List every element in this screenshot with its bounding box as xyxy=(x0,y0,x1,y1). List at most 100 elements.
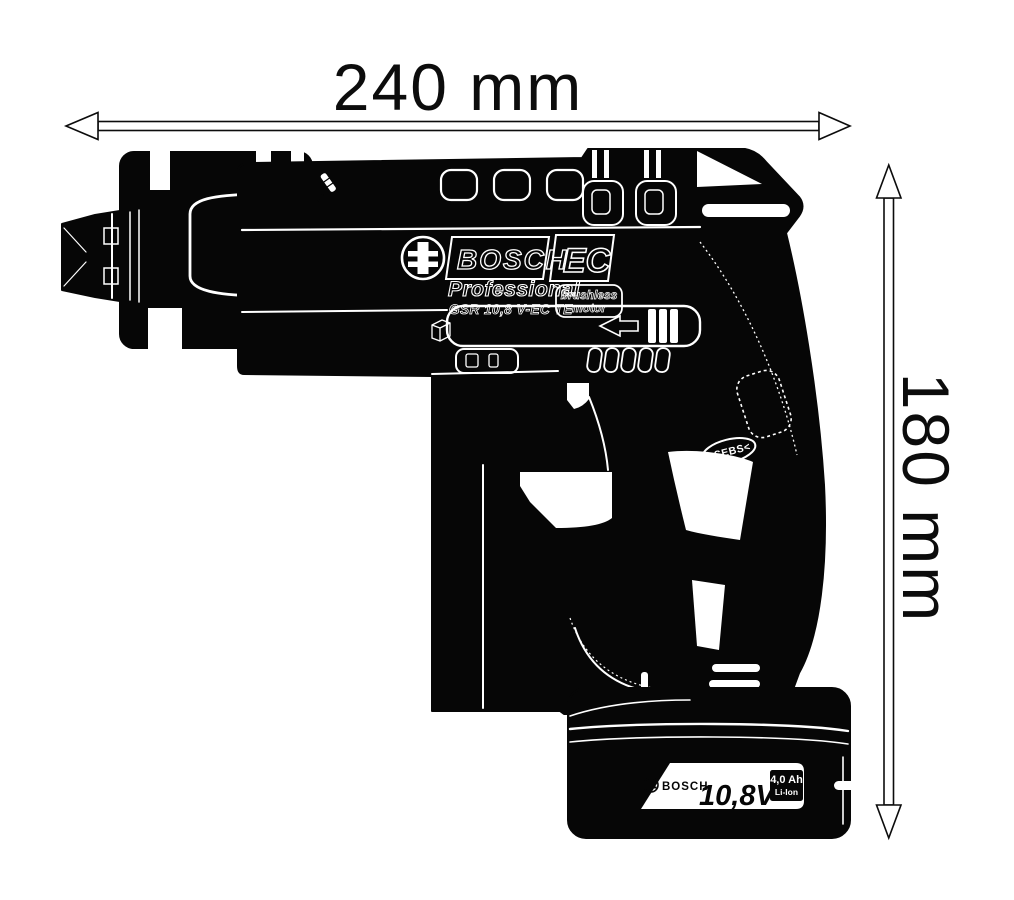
nose-facets xyxy=(63,227,87,287)
vent-slat xyxy=(712,664,760,672)
trigger-gap-lower xyxy=(692,580,725,650)
ec-frame xyxy=(548,234,616,282)
screw-threads xyxy=(322,177,334,188)
height-arrow-bottom-icon xyxy=(875,804,903,841)
rear-slit xyxy=(644,150,649,178)
width-dimension: 240 mm xyxy=(63,50,853,141)
trigger-gap-top xyxy=(567,383,589,409)
switch-knob-bar xyxy=(659,309,667,343)
cube-glyph-icon xyxy=(431,319,451,342)
serration xyxy=(654,347,671,373)
button-frame xyxy=(455,348,519,374)
screw-dot xyxy=(321,193,324,197)
rear-bar-cutout xyxy=(702,204,790,217)
battery-pack: BOSCH 10,8V 4,0 Ah Li-Ion xyxy=(567,687,864,839)
direction-switch xyxy=(431,304,702,348)
bit-clip-bottom xyxy=(103,267,119,285)
button-glyph xyxy=(465,353,479,368)
logo-core xyxy=(417,242,429,274)
width-arrow-right-icon xyxy=(818,111,853,141)
sebs-oval xyxy=(701,437,757,465)
height-dimension-line xyxy=(883,197,895,806)
battery-voltage: 10,8V xyxy=(699,780,777,812)
battery-seam-lower xyxy=(569,736,849,745)
switch-knob-bar xyxy=(648,309,656,343)
battery-label: BOSCH 10,8V 4,0 Ah Li-Ion xyxy=(641,763,804,812)
battery-bosch-logo-icon xyxy=(643,777,659,793)
serration xyxy=(620,347,637,373)
grip-notch xyxy=(492,168,532,202)
collar-slit xyxy=(148,308,182,350)
spindle-ribs xyxy=(129,209,140,303)
grip-notch xyxy=(545,168,585,202)
label-plate xyxy=(641,763,804,809)
handle-edge-stipple xyxy=(699,241,798,456)
screw-body xyxy=(319,171,338,194)
serration xyxy=(637,347,654,373)
switch-knob-bar xyxy=(670,309,678,343)
width-dimension-label: 240 mm xyxy=(333,50,583,124)
grip-serrations xyxy=(586,347,671,373)
width-dimension-line xyxy=(97,120,820,132)
bosch-armature-logo-icon xyxy=(400,235,446,281)
chuck-nose xyxy=(61,209,127,303)
height-arrow-top-icon xyxy=(875,162,903,199)
capacity-box xyxy=(770,770,803,801)
collar-bracket-seam xyxy=(188,192,270,298)
battery-logo-ring xyxy=(643,777,659,793)
rear-slit xyxy=(604,150,609,178)
vent-slat xyxy=(709,680,760,688)
serration xyxy=(586,347,603,373)
collar-slit xyxy=(150,150,170,190)
height-dimension: 180 mm xyxy=(875,162,963,841)
rear-hook xyxy=(582,180,624,226)
badge-line1: brushless xyxy=(561,288,618,302)
battery-brand: BOSCH xyxy=(662,781,709,793)
brushless-motor-badge: brushless motor xyxy=(555,284,623,318)
grip-notch xyxy=(439,168,479,202)
battery-seam-upper xyxy=(568,722,850,733)
reverse-arrow-icon xyxy=(598,314,639,338)
battery-chemistry: Li-Ion xyxy=(775,787,798,797)
rear-hook xyxy=(635,180,677,226)
screw-icon xyxy=(317,171,338,202)
logo-ring xyxy=(400,235,446,281)
trigger-gap-front xyxy=(520,472,612,528)
nose-silhouette xyxy=(61,209,127,303)
battery-top-seam xyxy=(569,699,691,717)
switch-channel xyxy=(445,304,702,348)
battery-logo-bar xyxy=(645,782,657,784)
ec-mark: EC xyxy=(563,242,611,280)
rear-wedge-cutout xyxy=(697,151,762,187)
model-label: GSR 10,8 V-EC TE xyxy=(449,302,573,317)
height-dimension-label: 180 mm xyxy=(889,373,963,623)
motor-housing-and-handle: >SEBS< xyxy=(237,148,826,715)
screw-dot xyxy=(317,198,320,202)
button-glyph xyxy=(488,353,499,368)
rear-slit xyxy=(656,150,661,178)
tool-drawing: >SEBS< BOSCH EC Professional GSR 10,8 V xyxy=(61,148,864,839)
badge-frame xyxy=(555,284,623,318)
housing-branding: BOSCH EC Professional GSR 10,8 V-EC TE b… xyxy=(400,234,623,318)
battery-logo-bar xyxy=(645,786,657,789)
handle-front-seam xyxy=(588,396,609,471)
belt-clip-button xyxy=(455,348,519,374)
bosch-wordmark-frame xyxy=(444,236,551,280)
battery-capacity: 4,0 Ah xyxy=(770,774,803,786)
battery-latch xyxy=(834,781,864,790)
housing-silhouette xyxy=(237,148,826,715)
width-arrow-left-icon xyxy=(63,111,99,141)
bosch-wordmark: BOSCH xyxy=(457,244,568,275)
badge-line2: motor xyxy=(572,301,607,315)
rear-hook-inner xyxy=(591,189,611,215)
professional-label: Professional xyxy=(448,278,581,301)
housing-seam-lower xyxy=(241,309,448,313)
bit-clip-top xyxy=(103,227,119,245)
rear-slit xyxy=(592,150,597,178)
rear-hook-inner xyxy=(644,189,664,215)
handle-pocket xyxy=(736,369,792,439)
housing-seam-upper xyxy=(240,225,702,232)
serration xyxy=(603,347,620,373)
